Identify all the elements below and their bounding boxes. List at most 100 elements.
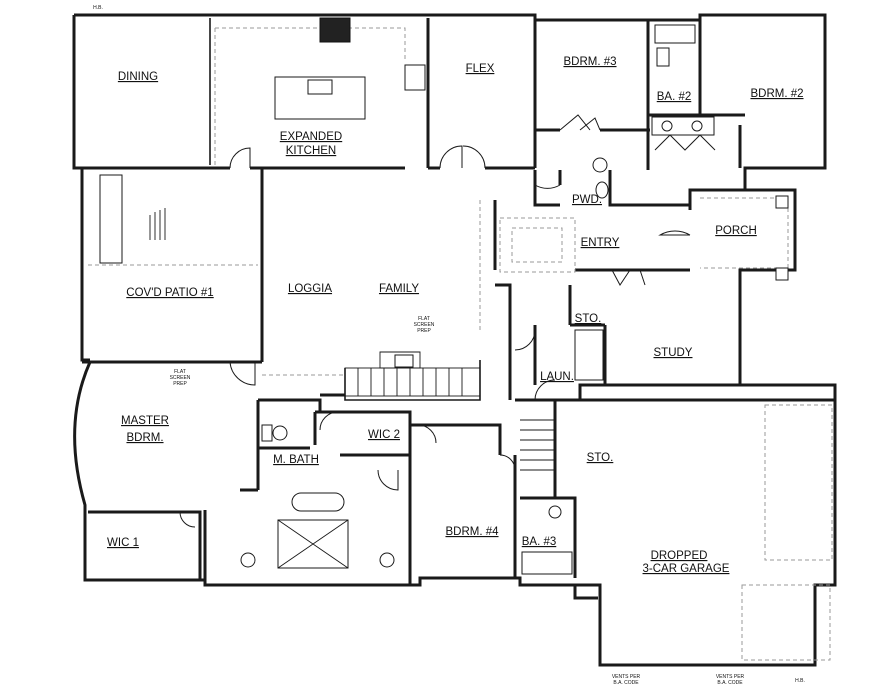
cooktop: [319, 17, 351, 43]
wall-entry-west: [493, 200, 512, 400]
label-mbath: M. BATH: [273, 454, 319, 466]
exterior-wall-southwest: [83, 510, 598, 600]
label-garage-line-1: DROPPED: [651, 550, 708, 562]
label-flex: FLEX: [466, 63, 495, 75]
label-loggia: LOGGIA: [288, 283, 332, 295]
ba2-sink-left: [661, 120, 673, 132]
door-mbath: [377, 469, 399, 491]
master-bay-wall: [73, 361, 92, 510]
exterior-wall-west: [72, 15, 90, 362]
stair-landing: [379, 351, 421, 369]
label-bdrm4: BDRM. #4: [445, 526, 499, 538]
mbath-sink-right: [379, 552, 395, 568]
door-sto: [611, 269, 646, 286]
kitchen-counter-line: [215, 27, 406, 60]
label-covd-patio: COV'D PATIO #1: [126, 287, 213, 299]
family-tv-niche: [394, 354, 414, 368]
label-ba2: BA. #2: [657, 91, 692, 103]
kitchen-island: [274, 76, 366, 120]
label-sto-small: STO.: [575, 313, 602, 325]
porch-wall: [575, 188, 837, 667]
label-dining: DINING: [118, 71, 158, 83]
label-kitchen-line-2: KITCHEN: [286, 145, 336, 157]
door-garage: [534, 379, 556, 401]
pwd-toilet: [595, 181, 609, 199]
patio-grill: [99, 174, 123, 264]
mbath-tub: [291, 492, 345, 512]
door-ba2-closet: [654, 134, 716, 151]
wall-hall: [256, 393, 345, 490]
note-hb-top: H.B.: [93, 5, 103, 11]
porch-inner-box: [700, 197, 789, 269]
stair-treads: [357, 368, 463, 396]
door-flex-right: [462, 145, 486, 169]
room-labels: DINING EXPANDED KITCHEN FLEX BDRM. #3 BA…: [107, 56, 804, 575]
mbath-sink-left: [240, 552, 256, 568]
mbath-toilet: [261, 424, 273, 442]
label-family: FAMILY: [379, 283, 419, 295]
ba2-toilet: [656, 47, 670, 67]
door-entry: [658, 230, 691, 236]
entry-inner-box: [499, 217, 576, 273]
label-bdrm3: BDRM. #3: [563, 56, 616, 68]
label-kitchen-line-1: EXPANDED: [280, 131, 342, 143]
pwd-sink: [592, 157, 608, 173]
porch-column-se: [775, 267, 789, 281]
label-sto-garage: STO.: [587, 452, 614, 464]
refrigerator: [404, 64, 426, 91]
door-wic2: [319, 411, 339, 431]
note-flat-screen-master-1: FLAT: [174, 369, 186, 375]
door-bdrm4: [417, 424, 437, 444]
door-ba3: [499, 454, 516, 471]
wall-ba2: [646, 20, 745, 170]
label-wic1: WIC 1: [107, 537, 139, 549]
note-flat-screen-master-3: PREP: [173, 381, 187, 387]
door-master: [229, 361, 256, 386]
note-flat-screen-master-2: SCREEN: [170, 375, 191, 381]
patio-vents: [149, 208, 166, 240]
note-flat-screen-family-1: FLAT: [418, 316, 430, 322]
entry-inner-box-2: [511, 227, 563, 263]
wall-ba3: [520, 496, 577, 578]
door-laun: [514, 329, 536, 351]
note-flat-screen-family-2: SCREEN: [414, 322, 435, 328]
stairs: [344, 351, 555, 471]
label-wic2: WIC 2: [368, 429, 400, 441]
wall-pwd: [533, 170, 690, 207]
wall-wic1: [88, 510, 202, 580]
ba3-sink: [548, 505, 562, 519]
door-wic1: [179, 511, 196, 528]
plan-notes: FLAT SCREEN PREP FLAT SCREEN PREP VENTS …: [93, 5, 805, 686]
ba2-vanity: [651, 116, 715, 136]
garage-stair-treads: [520, 419, 555, 471]
label-master-line-1: MASTER: [121, 415, 169, 427]
doors: [179, 114, 716, 528]
kitchen-sink: [307, 79, 333, 95]
wall-garage: [553, 398, 835, 498]
exterior-walls: [72, 13, 837, 667]
wall-sto: [515, 285, 605, 402]
mbath-shower-diag: [277, 519, 349, 569]
wall-mbath: [203, 446, 412, 585]
ba2-tub: [654, 24, 696, 44]
note-vent-left-2: B.A. CODE: [613, 680, 639, 686]
garage-door-right: [764, 404, 833, 561]
ba3-tub: [521, 551, 573, 575]
label-pwd: PWD.: [572, 194, 602, 206]
door-pwd: [534, 184, 561, 189]
label-garage-line-2: 3-CAR GARAGE: [643, 563, 730, 575]
dashed-lines: [88, 27, 833, 661]
laundry-counter: [574, 329, 604, 381]
label-master-line-2: BDRM.: [126, 432, 163, 444]
ba2-sink-right: [691, 120, 703, 132]
garage-door-left: [741, 584, 831, 661]
label-porch: PORCH: [715, 225, 757, 237]
porch-column-ne: [775, 195, 789, 209]
door-dining: [229, 147, 251, 169]
wall-bdrm4: [410, 423, 517, 578]
interior-walls: [82, 18, 835, 585]
door-bdrm3: [559, 114, 601, 131]
note-hb-bottom: H.B.: [795, 678, 805, 684]
note-vent-right-2: B.A. CODE: [717, 680, 743, 686]
